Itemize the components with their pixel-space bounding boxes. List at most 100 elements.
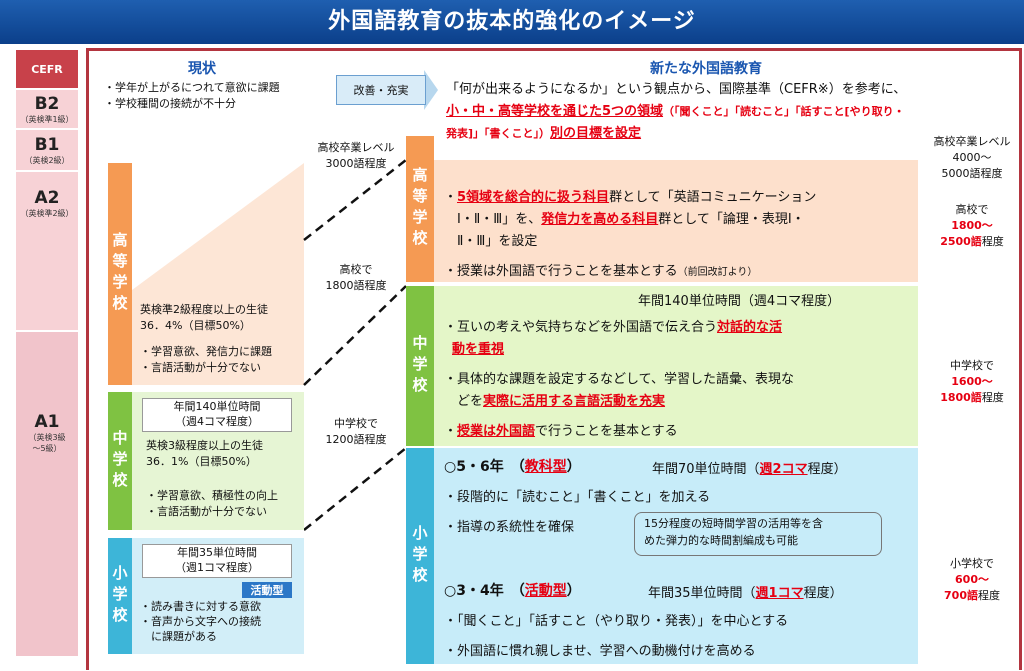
emphasis: 発信力を高める科目	[541, 212, 659, 227]
connector-line	[303, 159, 407, 241]
es-vocab-value: 600～ 700語程度	[922, 572, 1022, 604]
new-high-school-tab: 高等学校	[406, 136, 434, 282]
main-frame	[86, 48, 1022, 670]
cefr-level-a1: A1 （英検3級 ～5級）	[16, 332, 78, 658]
current-elementary-tab: 小学校	[108, 538, 132, 654]
cefr-level-a2: A2 （英検準2級）	[16, 172, 78, 332]
improvement-arrow: 改善・充実	[336, 75, 426, 105]
new-high-school-box	[434, 160, 918, 282]
new-junior-bullet-2: ・具体的な課題を設定するなどして、学習した語彙、表現な	[444, 372, 794, 387]
new-elementary-box	[434, 448, 918, 664]
new-heading: 新たな外国語教育	[650, 61, 762, 77]
current-elementary-issues: ・読み書きに対する意欲 ・音声から文字への接続 に課題がある	[140, 600, 261, 643]
text: どを	[444, 394, 484, 409]
text: ・	[444, 424, 458, 439]
grade-5-6-heading: ○5・6年 （教科型）	[444, 456, 581, 476]
text: ）	[566, 459, 581, 475]
emphasis: 動を重視	[452, 342, 505, 357]
text: Ⅰ・Ⅱ・Ⅲ」を、	[444, 212, 542, 227]
emphasis: 1800～ 2500語	[940, 219, 993, 248]
new-junior-bullet-1-line-2: 動を重視	[452, 338, 504, 357]
text: で行うことを基本とする	[535, 424, 678, 439]
new-junior-bullet-1: ・互いの考えや気持ちなどを外国語で伝え合う対話的な活	[444, 316, 782, 335]
text: ）	[566, 583, 581, 599]
hs-vocab-value: 1800～ 2500語程度	[922, 218, 1022, 250]
emphasis: 活動型	[524, 583, 567, 599]
current-high-school-tab: 高等学校	[108, 163, 132, 385]
grade-3-4-bullet-1: ・「聞くこと」「話すこと（やり取り・発表）」を中心とする	[444, 614, 789, 629]
text: 年間35単位時間（	[648, 586, 756, 601]
hs-vocab-label: 高校で	[955, 203, 989, 216]
cefr-level-b2: B2 （英検準1級）	[16, 90, 78, 130]
current-hs-vocab-label: 高校で	[339, 263, 373, 276]
text: 程度	[981, 390, 1004, 404]
text: ○5・6年 （	[444, 459, 525, 475]
new-hs-bullet-1-line-2: Ⅰ・Ⅱ・Ⅲ」を、発信力を高める科目群として「論理・表現Ⅰ・	[444, 208, 805, 227]
current-hs-issues: ・学習意欲、発信力に課題 ・言語活動が十分でない	[140, 345, 272, 374]
emphasis: 対話的な活	[717, 320, 783, 335]
hs-grad-vocab-value: 4000～ 5000語程度	[941, 151, 1003, 180]
cefr-level-note: （英検準1級）	[20, 114, 74, 124]
es-vocab-label: 小学校で	[950, 557, 994, 570]
new-junior-bullet-2-line-2: どを実際に活用する言語活動を充実	[444, 390, 665, 409]
text: ・授業は外国語で行うことを基本とする	[444, 264, 678, 279]
new-junior-box	[434, 286, 918, 446]
new-intro-red-small: 発表]」「書くこと」）	[446, 127, 551, 140]
current-junior-hours: 年間140単位時間 （週4コマ程度）	[142, 398, 292, 432]
text: 程度	[977, 588, 1000, 602]
current-bullet: ・学校種間の接続が不十分	[104, 97, 236, 110]
grade-3-4-heading: ○3・4年 （活動型）	[444, 580, 581, 600]
current-hs-stat: 英検準2級程度以上の生徒 36．4%（目標50%）	[140, 303, 268, 332]
new-intro-line-2: 小・中・高等学校を通じた5つの領域（「聞くこと」「読むこと」「話すこと[やり取り…	[446, 100, 905, 119]
cefr-header: CEFR	[16, 50, 78, 88]
connector-line	[303, 285, 407, 386]
high-school-wedge	[132, 163, 304, 385]
note: （前回改訂より）	[677, 267, 758, 278]
text: 群として「英語コミュニケーション	[609, 190, 817, 205]
emphasis: 600～ 700語	[944, 573, 989, 602]
cefr-level-note: （英検2級）	[24, 155, 70, 165]
new-junior-tab: 中学校	[406, 286, 434, 446]
current-junior-issues: ・学習意欲、積極性の向上 ・言語活動が十分でない	[146, 489, 278, 518]
text: 年間70単位時間（	[652, 462, 760, 477]
cefr-level-name: A2	[34, 188, 60, 208]
new-intro-red-small: （「聞くこと」「読むこと」「話すこと[やり取り・	[663, 105, 905, 118]
current-elementary-hours: 年間35単位時間 （週1コマ程度）	[142, 544, 292, 578]
current-heading: 現状	[188, 61, 216, 77]
arrow-right-icon	[424, 70, 438, 110]
hs-grad-vocab-label: 高校卒業レベル	[933, 135, 1011, 148]
cefr-level-note: （英検準2級）	[20, 209, 74, 218]
new-intro-red: 別の目標を設定	[550, 126, 642, 141]
current-junior-vocab-label: 中学校で	[334, 417, 378, 430]
new-hs-bullet-2: ・授業は外国語で行うことを基本とする（前回改訂より）	[444, 260, 757, 279]
js-vocab-value: 1600～ 1800語程度	[922, 374, 1022, 406]
new-hs-bullet-1-line-3: Ⅱ・Ⅲ」を設定	[444, 234, 538, 249]
text: 程度）	[803, 586, 843, 601]
current-junior-stat: 英検3級程度以上の生徒 36．1%（目標50%）	[146, 439, 263, 468]
emphasis: 実際に活用する言語活動を充実	[483, 394, 666, 409]
current-hs-grad-value: 3000語程度	[325, 157, 387, 170]
current-hs-vocab-value: 1800語程度	[325, 279, 387, 292]
current-junior-tab: 中学校	[108, 392, 132, 530]
cefr-level-name: B1	[34, 134, 60, 155]
js-vocab-label: 中学校で	[950, 359, 994, 372]
new-intro-red: 小・中・高等学校を通じた5つの領域	[446, 104, 664, 119]
grade-3-4-bullet-2: ・外国語に慣れ親しませ、学習への動機付けを高める	[444, 644, 756, 659]
emphasis: 5領域を総合的に扱う科目	[457, 190, 610, 205]
emphasis: 週2コマ	[759, 462, 808, 477]
flexible-schedule-note: 15分程度の短時間学習の活用等を含 めた弾力的な時間割編成も可能	[644, 517, 823, 547]
emphasis: 授業は外国語	[457, 424, 536, 439]
cefr-level-note: （英検3級 ～5級）	[28, 433, 66, 453]
text: ・	[444, 190, 458, 205]
cefr-level-name: B2	[34, 93, 60, 114]
text: 程度	[981, 234, 1004, 248]
grade-5-6-bullet-2: ・指導の系統性を確保	[444, 520, 575, 535]
cefr-level-b1: B1 （英検2級）	[16, 130, 78, 172]
grade-3-4-hours: 年間35単位時間（週1コマ程度）	[648, 582, 843, 601]
page-title: 外国語教育の抜本的強化のイメージ	[0, 0, 1024, 44]
cefr-level-name: A1	[34, 412, 60, 432]
text: ・互いの考えや気持ちなどを外国語で伝え合う	[444, 320, 718, 335]
grade-5-6-bullet-1: ・段階的に「読むこと」「書くこと」を加える	[444, 490, 711, 505]
new-intro-line-3: 発表]」「書くこと」）別の目標を設定	[446, 122, 641, 141]
